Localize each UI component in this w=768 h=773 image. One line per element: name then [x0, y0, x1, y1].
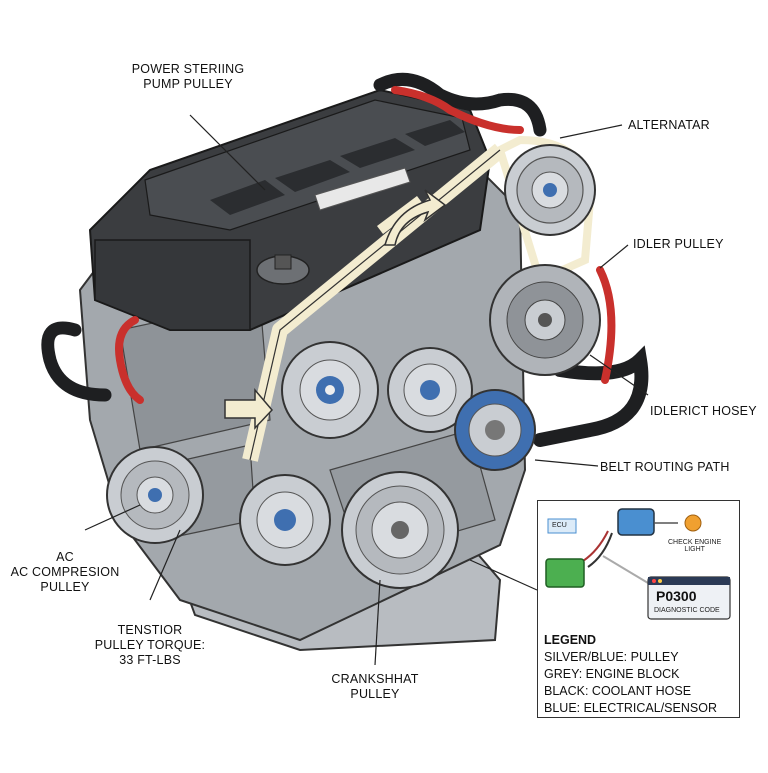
green-connector: [545, 558, 585, 588]
ecu-label: ECU: [552, 522, 567, 529]
diagnostic-inset: ECU CHECK ENGINE LIGHT P0300 DIAGNOSTIC …: [537, 500, 740, 718]
coolant-hose-left: [41, 321, 112, 402]
tensioner-pulley-blue: [454, 389, 536, 471]
sensor-connector: [617, 508, 655, 536]
diagnostic-code-caption: DIAGNOSTIC CODE: [654, 607, 720, 614]
ac-pulley-label: AC AC COMPRESION PULLEY: [10, 550, 120, 594]
power-steering-pulley: [281, 341, 379, 439]
red-hose-top: [391, 86, 524, 134]
power-steering-label: POWER STERIING PUMP PULLEY: [131, 62, 245, 91]
belt-routing-label: BELT ROUTING PATH: [600, 460, 730, 474]
legend-item: GREY: ENGINE BLOCK: [544, 667, 680, 681]
crankshaft-label: CRANKSHHAT PULLEY: [331, 672, 419, 701]
tensioner-label: TENSTIOR PULLEY TORQUE: 33 FT-LBS: [94, 623, 206, 667]
idler-pulley-label: IDLER PULLEY: [633, 237, 724, 251]
legend-item: SILVER/BLUE: PULLEY: [544, 650, 679, 664]
diagnostic-code: P0300: [656, 588, 697, 604]
wiring-illustration: [545, 508, 731, 620]
belt-direction-arrow: [384, 189, 447, 246]
idler-hose-label: IDLERICT HOSEY: [650, 404, 757, 418]
legend-item: BLACK: COOLANT HOSE: [544, 684, 692, 698]
coolant-hose-top: [373, 72, 547, 137]
legend-title: LEGEND: [544, 633, 597, 647]
alternator-label: ALTERNATAR: [628, 118, 710, 132]
ac-compressor-pulley: [106, 446, 204, 544]
alternator-body: [489, 264, 601, 376]
check-engine-icon: [684, 514, 702, 532]
crankshaft-pulley: [341, 471, 459, 589]
check-engine-label: CHECK ENGINE LIGHT: [668, 539, 722, 553]
legend-item: BLUE: ELECTRICAL/SENSOR: [544, 701, 717, 715]
coolant-hose-right: [533, 345, 649, 447]
red-hose-right: [596, 266, 616, 384]
tensioner-pulley: [239, 474, 331, 566]
idler-pulley: [387, 347, 473, 433]
red-hose-left: [115, 316, 144, 404]
alternator-pulley: [504, 144, 596, 236]
belt-direction-arrow-2: [224, 387, 274, 430]
